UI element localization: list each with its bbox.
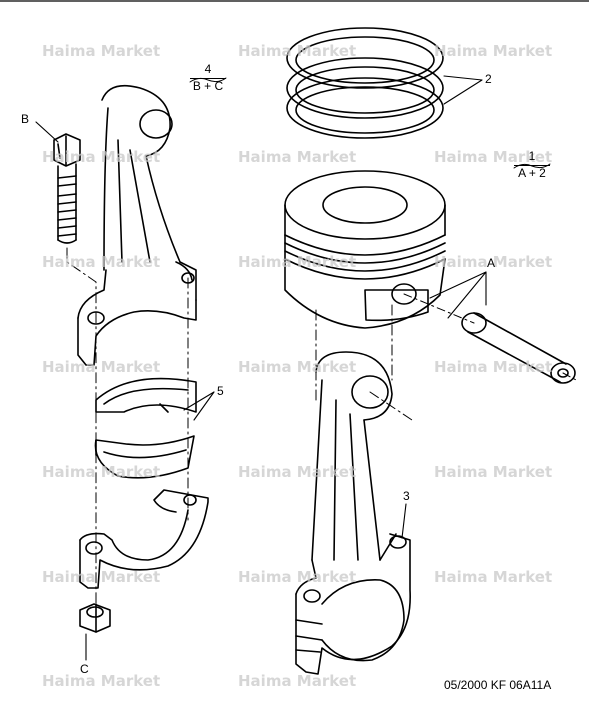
leader-3 [401,503,407,539]
watermark: Haima Market [42,672,161,690]
fraction-right: 1 A + 2 [510,150,554,180]
watermark: Haima Market [238,42,357,60]
fraction-mark-left [189,77,227,83]
piston [284,170,446,329]
watermark: Haima Market [434,568,553,586]
piston-pin [461,312,576,384]
callout-c: C [80,662,89,676]
drawing-reference: 05/2000 KF 06A11A [444,678,552,692]
watermark: Haima Market [238,253,357,271]
fraction-left-denominator: B + C [192,79,224,93]
watermark: Haima Market [434,358,553,376]
watermark: Haima Market [42,253,161,271]
leader-5 [183,391,215,421]
callout-b: B [21,112,30,126]
watermark: Haima Market [238,568,357,586]
leader-2 [443,75,483,105]
fraction-right-bar [514,165,550,166]
bolt [53,133,81,244]
connecting-rod-cap [79,489,209,589]
watermark: Haima Market [238,358,357,376]
watermark: Haima Market [238,463,357,481]
fraction-right-numerator: 1 [528,149,536,163]
watermark: Haima Market [434,42,553,60]
watermark: Haima Market [42,568,161,586]
connecting-rod-right [295,351,411,675]
nut [79,603,111,633]
watermark: Haima Market [238,148,357,166]
watermark: Haima Market [434,463,553,481]
watermark: Haima Market [434,253,553,271]
piston-rings [286,27,444,139]
watermark: Haima Market [42,463,161,481]
callout-3: 3 [403,489,410,503]
fraction-left: 4 B + C [186,63,230,93]
watermark: Haima Market [238,672,357,690]
fraction-right-denominator: A + 2 [518,166,546,180]
watermark: Haima Market [434,148,553,166]
watermark: Haima Market [42,358,161,376]
callout-2: 2 [485,72,492,86]
leader-b [35,121,59,143]
callout-5: 5 [217,384,224,398]
leader-a [429,271,487,319]
callout-a: A [487,256,496,270]
watermark: Haima Market [42,42,161,60]
fraction-left-numerator: 4 [204,62,212,76]
watermark: Haima Market [42,148,161,166]
fraction-left-bar [190,78,226,79]
bearing-shell-upper [95,377,197,413]
